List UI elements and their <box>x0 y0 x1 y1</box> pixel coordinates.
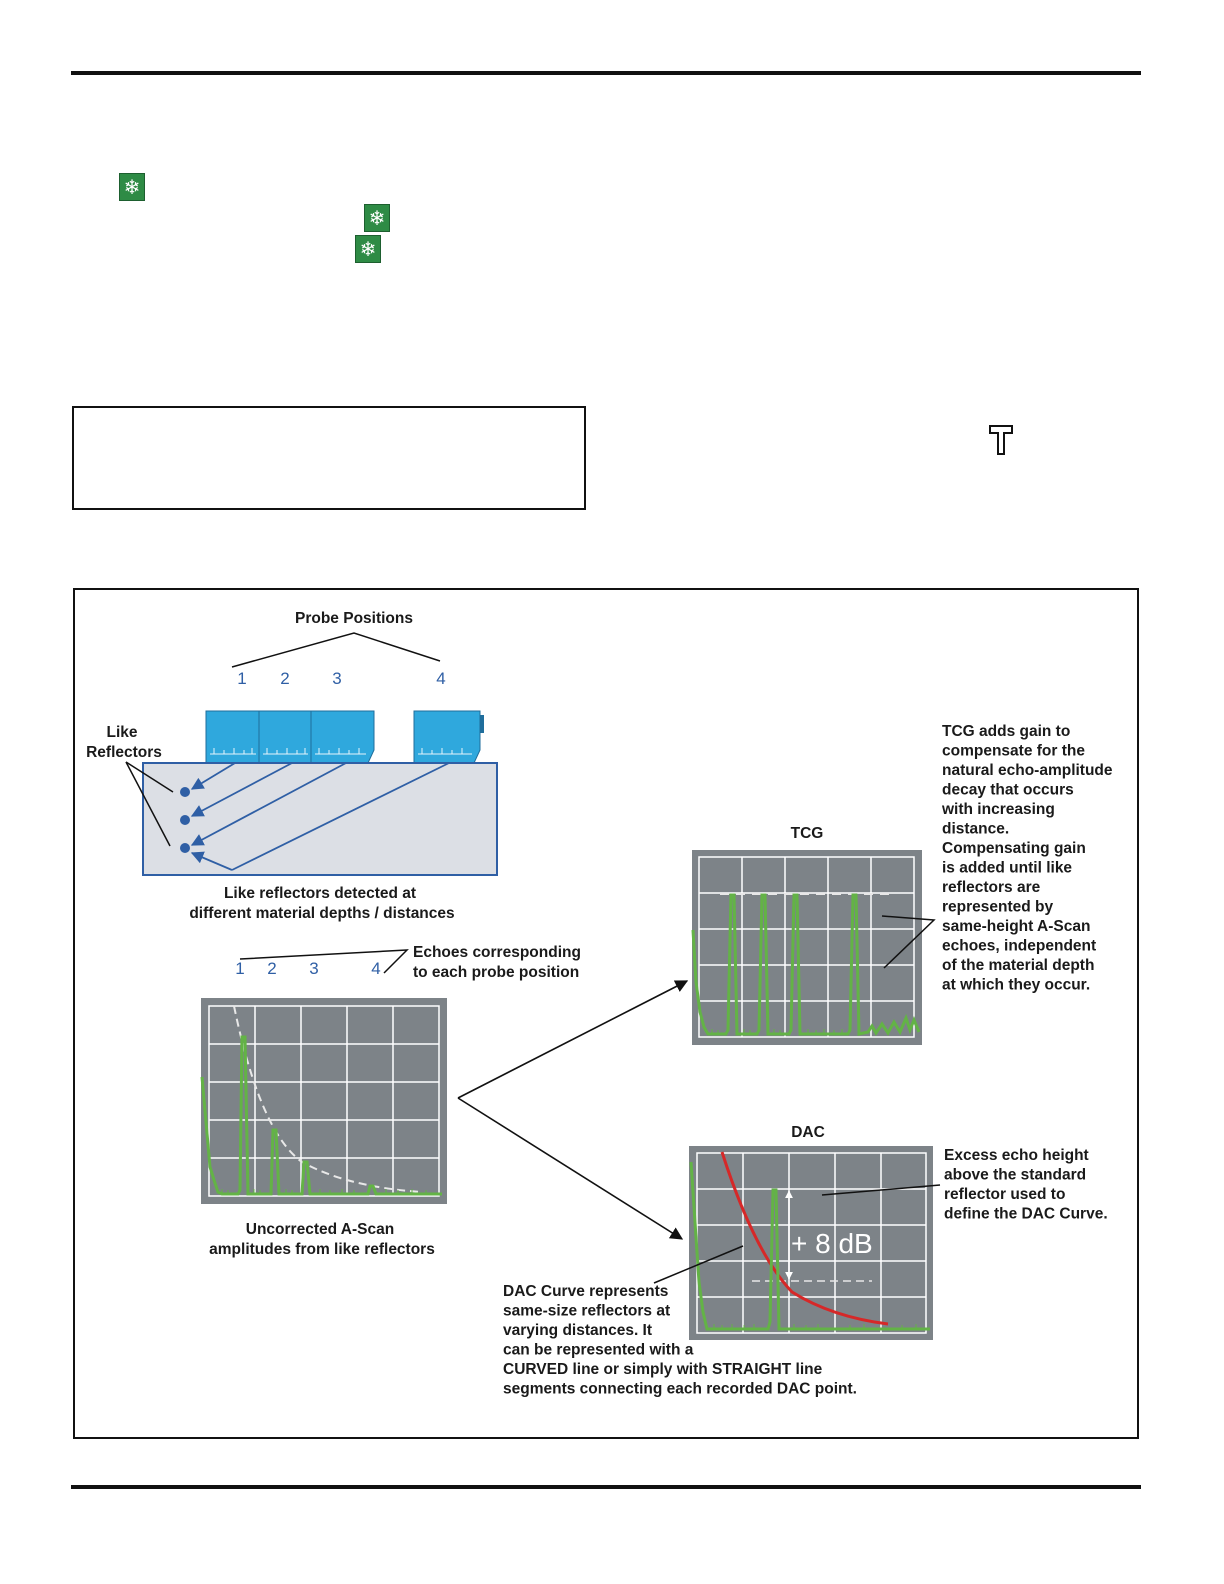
dac-curve-description-line: can be represented with a <box>503 1342 694 1359</box>
tcg-description-line: echoes, independent <box>942 938 1096 955</box>
material-block <box>142 762 498 876</box>
tcg-description-line: represented by <box>942 899 1054 916</box>
excess-description-line: above the standard <box>944 1167 1086 1184</box>
probe-1 <box>205 710 261 764</box>
probe-2 <box>258 710 313 764</box>
uncorrected-caption: amplitudes from like reflectors <box>209 1241 435 1258</box>
reflector <box>180 815 190 825</box>
tcg-screen <box>691 850 922 1045</box>
probe-number: 2 <box>280 669 289 688</box>
tcg-title: TCG <box>791 825 824 842</box>
probe-number: 4 <box>436 669 445 688</box>
echoes-label: to each probe position <box>413 964 579 981</box>
tcg-description-line: natural echo-amplitude <box>942 762 1113 779</box>
echo-number: 3 <box>309 959 318 978</box>
excess-leader <box>821 1184 941 1196</box>
excess-description-line: define the DAC Curve. <box>944 1206 1108 1223</box>
echoes-leader <box>239 949 409 974</box>
dac-curve-description-line: same-size reflectors at <box>503 1303 670 1320</box>
excess-description-line: reflector used to <box>944 1186 1065 1203</box>
branch-arrows <box>457 980 689 1240</box>
reflector <box>180 843 190 853</box>
dac-curve-description-line: varying distances. It <box>503 1322 652 1339</box>
tcg-description: TCG adds gain to compensate for the natu… <box>941 723 1117 994</box>
sound-paths <box>190 762 450 871</box>
reflector <box>180 787 190 797</box>
tcg-description-line: at which they occur. <box>942 977 1090 994</box>
probe-positions-title: Probe Positions <box>295 610 413 627</box>
bottom-rule <box>71 1485 1141 1489</box>
probe-positions-bracket <box>231 632 441 668</box>
uncorrected-caption: Uncorrected A-Scan <box>246 1221 394 1238</box>
probe-number: 1 <box>237 669 246 688</box>
tcg-description-line: of the material depth <box>942 957 1094 974</box>
uncorrected-ascan-screen <box>200 998 447 1204</box>
detected-caption: different material depths / distances <box>189 905 454 922</box>
like-reflectors-label: Reflectors <box>86 744 162 761</box>
like-reflectors-leaders <box>125 761 174 847</box>
snowflake-icon[interactable]: ❄ <box>119 173 145 201</box>
probe-scale-ticks <box>213 748 463 754</box>
tcg-description-line: decay that occurs <box>942 782 1074 799</box>
probe-4 <box>413 710 484 764</box>
tcg-description-line: reflectors are <box>942 879 1041 896</box>
echo-number: 4 <box>371 959 380 978</box>
tcg-description-line: with increasing <box>941 801 1055 818</box>
t-icon[interactable] <box>988 424 1014 456</box>
figure-frame: Probe Positions 1 2 3 4 Like <box>73 588 1139 1439</box>
tcg-dac-diagram: Probe Positions 1 2 3 4 Like <box>86 610 1117 1398</box>
echo-number: 2 <box>267 959 276 978</box>
top-rule <box>71 71 1141 75</box>
tcg-description-line: same-height A-Scan <box>942 918 1090 935</box>
like-reflectors-label: Like <box>106 724 137 741</box>
dac-curve-description: DAC Curve represents same-size reflector… <box>503 1283 857 1398</box>
dac-curve-description-line: CURVED line or simply with STRAIGHT line <box>503 1361 823 1378</box>
tcg-leader <box>881 915 936 969</box>
dac-curve-leader <box>653 1245 744 1284</box>
tcg-description-line: distance. <box>942 821 1009 838</box>
note-box <box>72 406 586 510</box>
detected-caption: Like reflectors detected at <box>224 885 416 902</box>
excess-description-line: Excess echo height <box>944 1147 1089 1164</box>
tcg-description-line: TCG adds gain to <box>942 723 1070 740</box>
dac-gain-label: + 8 dB <box>791 1228 873 1259</box>
snowflake-icon[interactable]: ❄ <box>364 204 390 232</box>
echo-number: 1 <box>235 959 244 978</box>
tcg-description-line: is added until like <box>942 860 1072 877</box>
tcg-description-line: compensate for the <box>942 743 1085 760</box>
snowflake-icon[interactable]: ❄ <box>355 235 381 263</box>
dac-title: DAC <box>791 1124 825 1141</box>
excess-description: Excess echo height above the standard re… <box>944 1147 1108 1223</box>
dac-curve-description-line: segments connecting each recorded DAC po… <box>503 1381 857 1398</box>
probe-3 <box>310 710 375 764</box>
echoes-label: Echoes corresponding <box>413 944 581 961</box>
dac-screen: + 8 dB <box>689 1146 933 1340</box>
tcg-description-line: Compensating gain <box>942 840 1086 857</box>
dac-curve-description-line: DAC Curve represents <box>503 1283 668 1300</box>
probe-number: 3 <box>332 669 341 688</box>
